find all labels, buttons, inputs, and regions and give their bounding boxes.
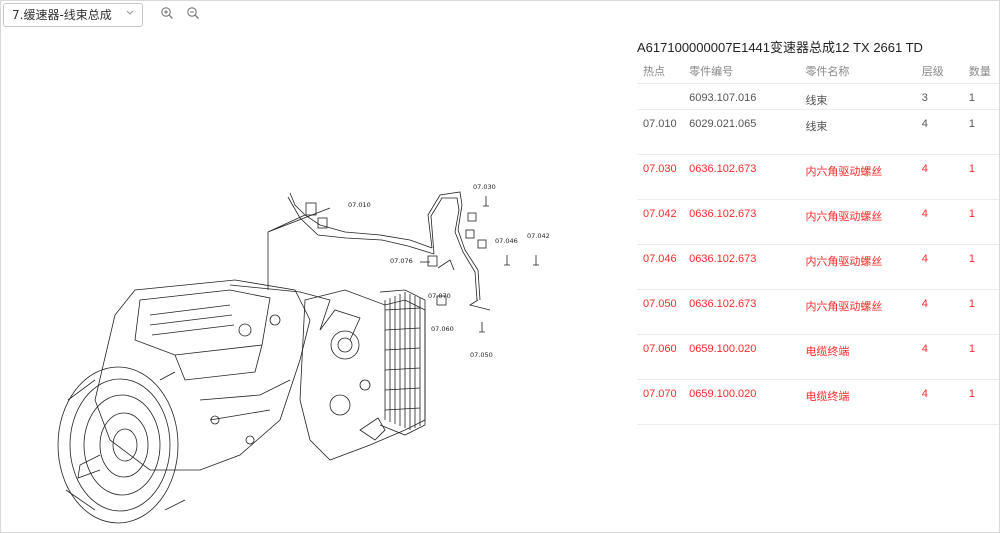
table-header-row: 热点 零件编号 零件名称 层级 数量 bbox=[637, 58, 999, 84]
cell-part-number: 6093.107.016 bbox=[683, 83, 800, 110]
callout-07-010[interactable]: 07.010 bbox=[348, 201, 371, 209]
cell-part-number: 6029.021.065 bbox=[683, 109, 800, 155]
transmission-housing bbox=[94, 279, 331, 471]
cell-part-name: 电缆终端 bbox=[799, 379, 916, 425]
cell-quantity: 1 bbox=[962, 154, 999, 200]
cell-hotspot: 07.030 bbox=[637, 154, 684, 200]
table-row[interactable]: 07.070 0659.100.020 电缆终端 4 1 bbox=[637, 379, 999, 425]
cell-quantity: 1 bbox=[962, 244, 999, 290]
table-row[interactable]: 07.030 0636.102.673 内六角驱动螺丝 4 1 bbox=[637, 154, 999, 200]
callout-07-050[interactable]: 07.050 bbox=[470, 351, 493, 359]
small-parts bbox=[420, 196, 539, 333]
chevron-down-icon bbox=[126, 10, 134, 15]
exploded-parts-diagram[interactable]: 07.010 07.030 07.042 07.046 07.050 07.06… bbox=[40, 175, 600, 533]
cell-hotspot: 07.046 bbox=[637, 244, 684, 290]
cell-hotspot: 07.042 bbox=[637, 199, 684, 245]
cell-quantity: 1 bbox=[962, 379, 999, 425]
table-row[interactable]: 07.060 0659.100.020 电缆终端 4 1 bbox=[637, 334, 999, 380]
wiring-harness bbox=[267, 191, 491, 311]
table-row[interactable]: 6093.107.016 线束 3 1 bbox=[637, 83, 999, 110]
cell-level: 4 bbox=[915, 244, 963, 290]
cell-level: 3 bbox=[915, 83, 963, 110]
table-row[interactable]: 07.010 6029.021.065 线束 4 1 bbox=[637, 109, 999, 155]
header-hotspot[interactable]: 热点 bbox=[637, 58, 684, 84]
callout-07-042[interactable]: 07.042 bbox=[527, 232, 550, 240]
cell-part-number: 0636.102.673 bbox=[683, 154, 800, 200]
cell-part-number: 0636.102.673 bbox=[683, 244, 800, 290]
diagram-selector[interactable]: 7.缓速器-线束总成 bbox=[3, 3, 143, 27]
callout-07-060[interactable]: 07.060 bbox=[431, 325, 454, 333]
cell-hotspot bbox=[637, 83, 684, 110]
parts-table: 热点 零件编号 零件名称 层级 数量 6093.107.016 线束 3 1 0… bbox=[637, 58, 999, 425]
cell-hotspot: 07.010 bbox=[637, 109, 684, 155]
header-part-number[interactable]: 零件编号 bbox=[683, 58, 800, 84]
cell-level: 4 bbox=[915, 379, 963, 425]
cell-quantity: 1 bbox=[962, 199, 999, 245]
cell-part-name: 内六角驱动螺丝 bbox=[799, 154, 916, 200]
cell-hotspot: 07.050 bbox=[637, 289, 684, 335]
header-quantity[interactable]: 数量 bbox=[962, 58, 999, 84]
callout-07-030[interactable]: 07.030 bbox=[473, 183, 496, 191]
callout-07-076[interactable]: 07.076 bbox=[390, 257, 413, 265]
cell-part-name: 线束 bbox=[799, 109, 916, 155]
cell-level: 4 bbox=[915, 154, 963, 200]
cell-hotspot: 07.070 bbox=[637, 379, 684, 425]
cell-part-name: 内六角驱动螺丝 bbox=[799, 244, 916, 290]
zoom-out-icon[interactable] bbox=[186, 6, 200, 20]
assembly-title: A617100000007E1441变速器总成12 TX 2661 TD bbox=[637, 40, 923, 55]
cell-level: 4 bbox=[915, 334, 963, 380]
table-row[interactable]: 07.046 0636.102.673 内六角驱动螺丝 4 1 bbox=[637, 244, 999, 290]
cell-part-number: 0636.102.673 bbox=[683, 289, 800, 335]
cell-part-name: 内六角驱动螺丝 bbox=[799, 289, 916, 335]
cell-quantity: 1 bbox=[962, 109, 999, 155]
diagram-callouts: 07.010 07.030 07.042 07.046 07.050 07.06… bbox=[348, 183, 550, 359]
cell-level: 4 bbox=[915, 289, 963, 335]
cell-part-number: 0659.100.020 bbox=[683, 334, 800, 380]
diagram-selector-value: 7.缓速器-线束总成 bbox=[12, 8, 112, 22]
cell-part-name: 内六角驱动螺丝 bbox=[799, 199, 916, 245]
zoom-in-icon[interactable] bbox=[160, 6, 174, 20]
table-row[interactable]: 07.042 0636.102.673 内六角驱动螺丝 4 1 bbox=[637, 199, 999, 245]
cell-hotspot: 07.060 bbox=[637, 334, 684, 380]
table-row[interactable]: 07.050 0636.102.673 内六角驱动螺丝 4 1 bbox=[637, 289, 999, 335]
cell-quantity: 1 bbox=[962, 334, 999, 380]
cell-level: 4 bbox=[915, 199, 963, 245]
cell-quantity: 1 bbox=[962, 83, 999, 110]
cell-quantity: 1 bbox=[962, 289, 999, 335]
callout-07-070[interactable]: 07.070 bbox=[428, 292, 451, 300]
bell-housing bbox=[57, 366, 186, 524]
header-level[interactable]: 层级 bbox=[915, 58, 963, 84]
cell-part-number: 0659.100.020 bbox=[683, 379, 800, 425]
callout-07-046[interactable]: 07.046 bbox=[495, 237, 518, 245]
retarder-unit bbox=[299, 289, 426, 461]
header-part-name[interactable]: 零件名称 bbox=[799, 58, 916, 84]
cell-level: 4 bbox=[915, 109, 963, 155]
cell-part-number: 0636.102.673 bbox=[683, 199, 800, 245]
cell-part-name: 电缆终端 bbox=[799, 334, 916, 380]
cell-part-name: 线束 bbox=[799, 83, 916, 110]
